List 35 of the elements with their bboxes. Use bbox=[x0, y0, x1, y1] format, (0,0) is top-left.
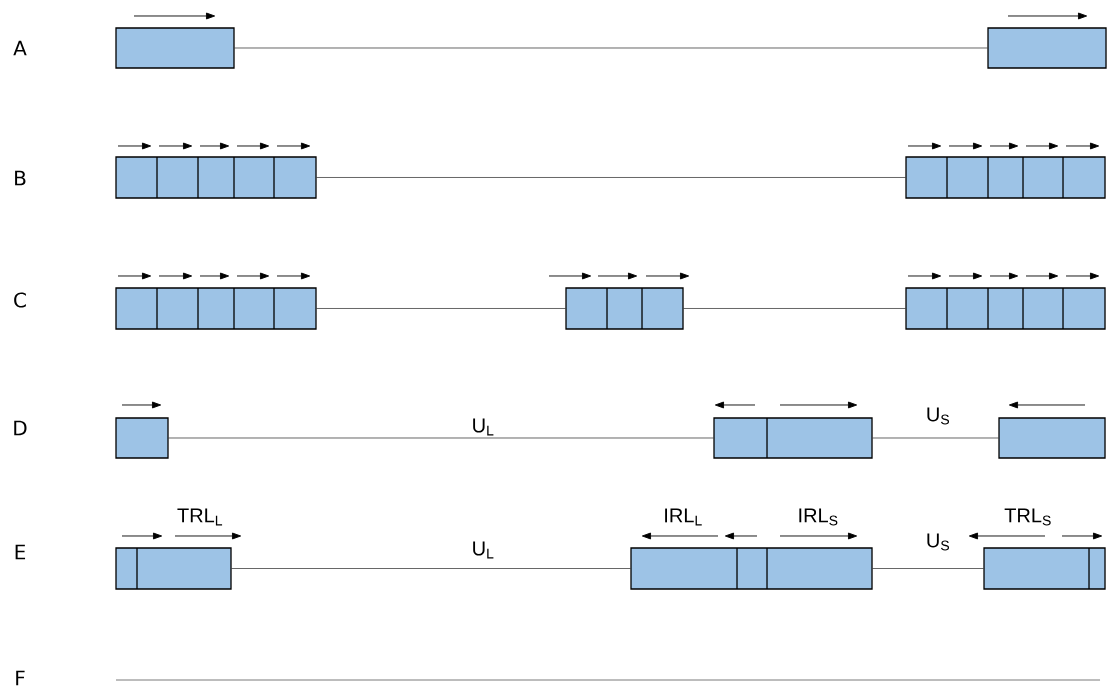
connector-line bbox=[233, 47, 989, 49]
row-letter: C bbox=[14, 292, 26, 308]
genome-segment bbox=[905, 156, 1106, 199]
row-letter: A bbox=[13, 40, 27, 56]
region-label: U$_{S}$ bbox=[927, 407, 949, 425]
genome-segment bbox=[115, 27, 235, 69]
region-label: U$_{S}$ bbox=[927, 533, 949, 551]
row-letter: D bbox=[14, 420, 27, 436]
connector-line bbox=[871, 568, 985, 569]
genome-segment bbox=[115, 417, 169, 459]
region-label: U$_{L}$ bbox=[473, 541, 494, 559]
row-letter: E bbox=[15, 544, 26, 560]
connector-line bbox=[315, 177, 907, 178]
connector-line bbox=[315, 308, 567, 309]
genome-segment bbox=[115, 547, 232, 590]
genome-segment bbox=[987, 27, 1107, 69]
region-label: TRL$_{L}$ bbox=[177, 508, 223, 526]
genome-segment bbox=[713, 417, 873, 459]
genome-segment bbox=[115, 287, 317, 330]
genome-segment bbox=[115, 156, 317, 199]
row-letter: F bbox=[16, 670, 25, 686]
connector-line bbox=[871, 437, 1000, 439]
region-label: U$_{L}$ bbox=[473, 418, 494, 436]
region-label: IRL$_{L}$ bbox=[665, 508, 702, 526]
connector-line bbox=[682, 308, 907, 309]
region-label: IRL$_{S}$ bbox=[799, 508, 838, 526]
genome-segment bbox=[630, 547, 873, 590]
genome-segment bbox=[565, 287, 684, 330]
region-label: TRL$_{S}$ bbox=[1004, 508, 1051, 526]
genome-segment bbox=[905, 287, 1106, 330]
genome-segment bbox=[983, 547, 1106, 590]
genome-segment bbox=[998, 417, 1106, 459]
connector-line bbox=[230, 568, 632, 569]
connector-line bbox=[167, 437, 715, 439]
row-letter: B bbox=[15, 170, 26, 186]
